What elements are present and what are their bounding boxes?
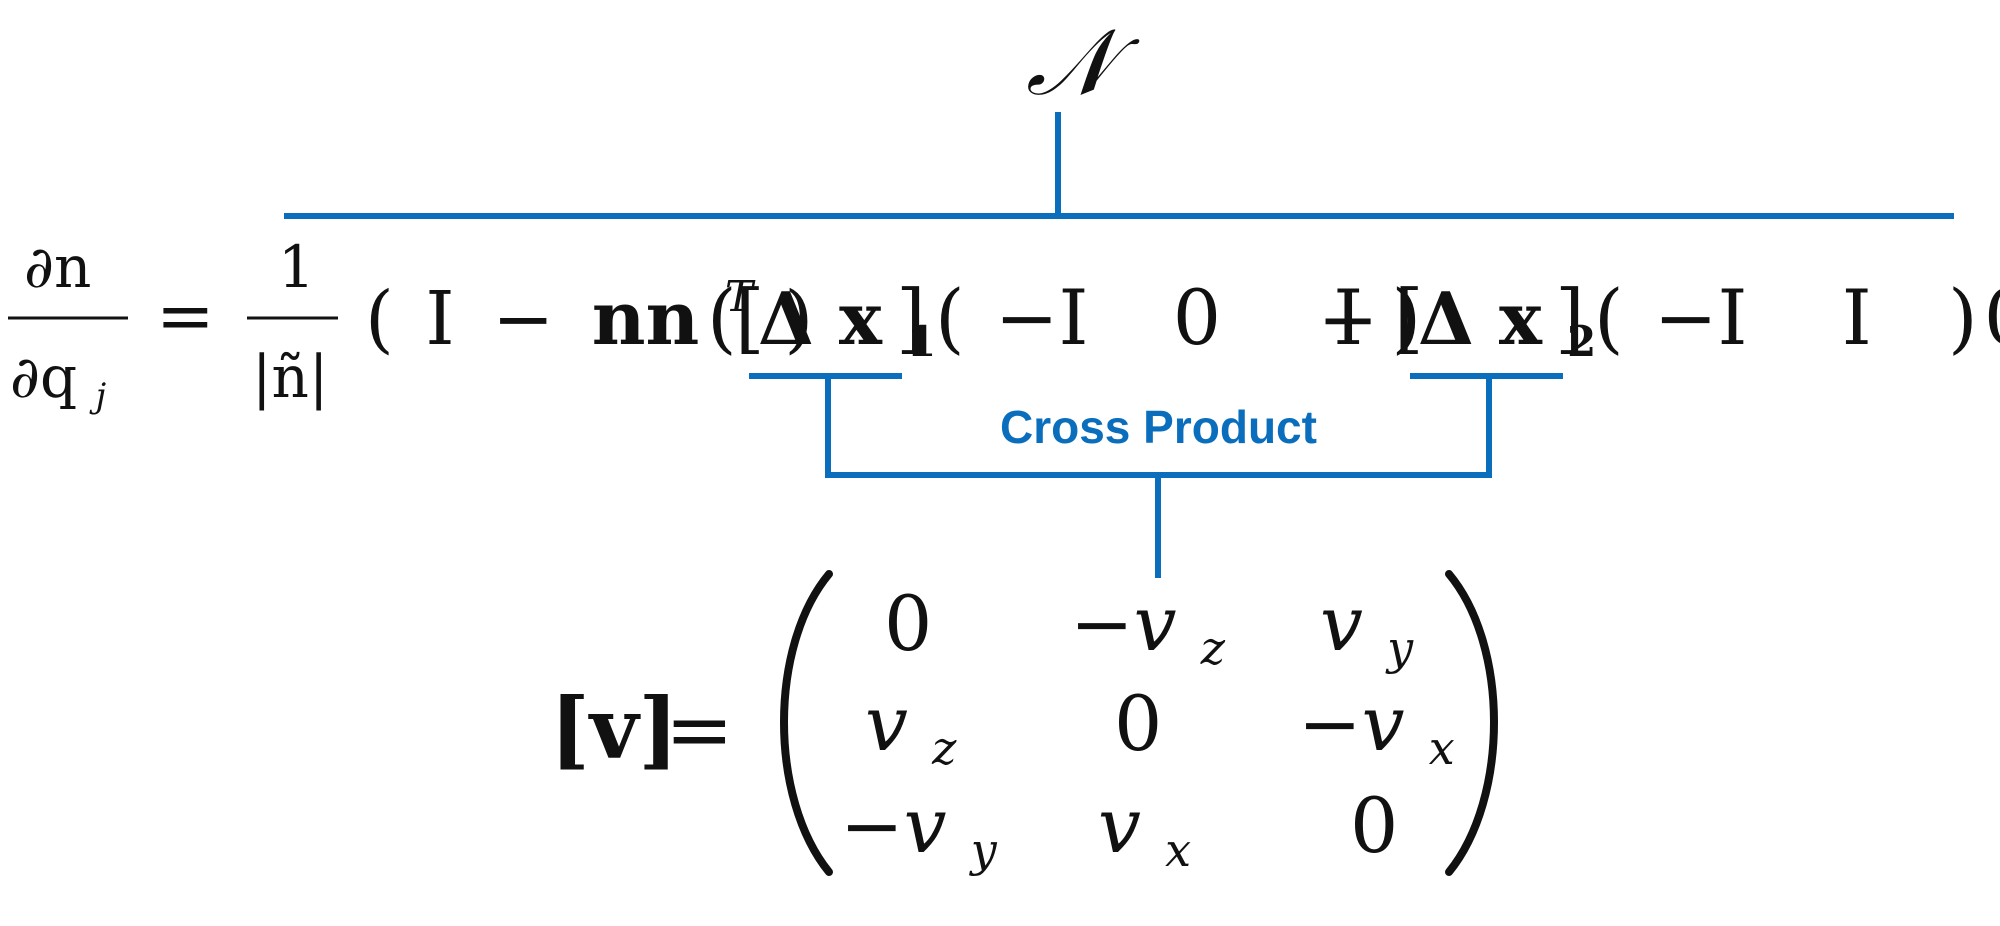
cross-product-label: Cross Product xyxy=(1000,401,1317,453)
outer-open-paren: ( xyxy=(707,273,737,362)
matrix-cell-0-2: v y xyxy=(1320,579,1414,675)
matrix-equals-sign: = xyxy=(665,683,734,778)
matrix-left-paren xyxy=(780,570,833,876)
matrix-cell-2-1: v x xyxy=(1098,781,1191,877)
delta-x1: Δ x 1 xyxy=(758,276,936,366)
matrix-cell-2-2: 0 xyxy=(1350,781,1398,870)
matrix-right-paren xyxy=(1445,570,1498,876)
matrix-cell-1-0: v z xyxy=(865,679,957,775)
scalar-denominator: |ñ| xyxy=(252,343,328,411)
row-vector-2: ( −I I 0 ) xyxy=(1594,273,2000,362)
matrix-cell-0-0: 0 xyxy=(884,579,932,668)
fraction-denominator: ∂q j xyxy=(10,343,107,416)
scalar-numerator: 1 xyxy=(278,233,315,301)
minus-sign: − xyxy=(1318,277,1378,361)
projection-expression: ( I − nn T ) xyxy=(365,243,813,362)
fraction-numerator: ∂n xyxy=(24,233,91,301)
left-bracket-1: [ xyxy=(735,273,765,362)
delta-x2: Δ x 2 xyxy=(1418,276,1596,366)
matrix-cell-1-1: 0 xyxy=(1114,679,1162,768)
matrix-cell-1-2: −v x xyxy=(1298,679,1455,775)
matrix-cell-0-1: −v z xyxy=(1070,579,1226,675)
left-bracket-2: [ xyxy=(1394,273,1424,362)
right-bracket-2: ] xyxy=(1555,273,1585,362)
outer-close-paren: ) xyxy=(1948,273,1978,362)
equals-sign: = xyxy=(156,275,215,357)
row-vector-1: ( −I 0 I ) xyxy=(935,273,1421,362)
matrix-cell-2-0: −v y xyxy=(840,781,998,877)
matrix-lhs: [v] xyxy=(550,679,678,778)
normal-symbol-label: 𝒩 xyxy=(1026,9,1140,116)
right-bracket-1: ] xyxy=(896,273,926,362)
